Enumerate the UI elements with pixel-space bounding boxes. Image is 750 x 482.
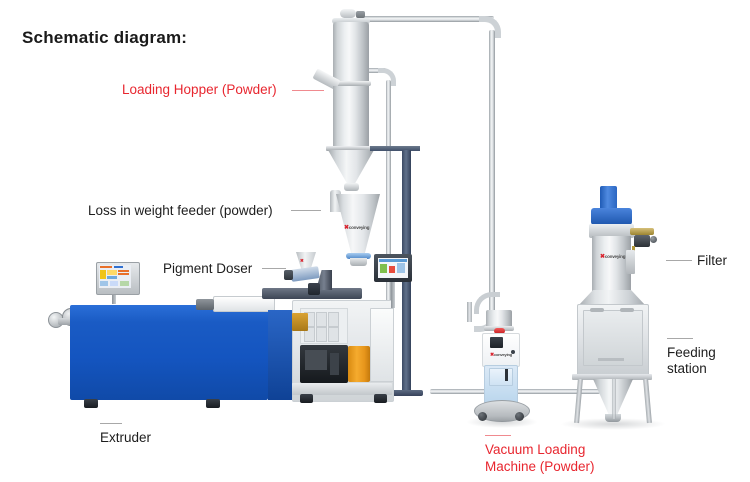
filter-side-box xyxy=(626,250,635,274)
vacuum-window xyxy=(489,368,513,386)
hopper-discharge-valve xyxy=(344,183,359,191)
hopper-clamp-ring-1 xyxy=(331,81,371,86)
hopper-upper-body xyxy=(333,22,369,82)
feeding-station-leg-center xyxy=(612,379,616,419)
extruder-cabinet-right xyxy=(268,310,292,400)
extruder-junction-box xyxy=(292,313,308,331)
feeding-station-handle-right[interactable] xyxy=(620,308,634,312)
label-pigment-doser: Pigment Doser xyxy=(163,261,253,276)
vacuum-suction-hose xyxy=(474,292,500,314)
vacuum-suction-downpipe xyxy=(467,302,472,322)
pigment-doser-logo: ✖ xyxy=(300,258,304,263)
extruder-vent-panel xyxy=(300,308,348,344)
pneumatic-knob[interactable] xyxy=(650,236,657,243)
extruder-foot-2 xyxy=(206,399,220,408)
page-title: Schematic diagram: xyxy=(22,28,188,47)
vacuum-caster-right xyxy=(515,412,524,421)
vacuum-caster-left xyxy=(478,412,487,421)
label-filter: Filter xyxy=(697,253,727,268)
extruder-gear-coupling xyxy=(308,283,320,295)
hopper-lower-body xyxy=(333,86,369,148)
label-vacuum-loading-machine-line2: Machine (Powder) xyxy=(485,459,595,474)
feeding-station-access-panel[interactable] xyxy=(583,310,643,366)
extruder-motor xyxy=(348,346,370,382)
blower-motor-housing xyxy=(591,208,632,225)
leader-feeding-station xyxy=(667,338,693,339)
extruder-gearbox xyxy=(300,345,348,383)
vacuum-receiver-hopper xyxy=(486,310,512,328)
hopper-top-fitting xyxy=(356,11,365,18)
hmi-screen xyxy=(378,258,408,278)
hopper-vent-valve xyxy=(340,9,356,18)
feeder-outlet xyxy=(350,258,367,266)
label-loading-hopper: Loading Hopper (Powder) xyxy=(122,82,277,97)
feeding-station-brand-logo: ✖conveying xyxy=(600,254,626,260)
pipe-vertical-outer xyxy=(489,30,495,325)
label-loss-in-weight-feeder: Loss in weight feeder (powder) xyxy=(88,203,273,218)
blower-inlet-stack xyxy=(600,186,617,212)
vacuum-internal-rod xyxy=(505,369,508,381)
pipe-elbow-mid-right xyxy=(378,68,396,86)
extruder-foot-1 xyxy=(84,399,98,408)
feeding-station-skirt xyxy=(572,374,652,380)
feeder-brand-logo: ✖conveying xyxy=(344,225,370,231)
feeding-station-shadow xyxy=(560,418,666,430)
pigment-doser-screw-housing xyxy=(290,266,320,282)
feeding-station-transition-cone xyxy=(578,290,646,306)
control-panel-screen xyxy=(99,265,131,288)
feeder-collar-ring xyxy=(346,253,371,259)
hopper-bottom-flange xyxy=(326,146,376,151)
hopper-support-beam xyxy=(370,146,420,151)
feeding-station-leg-right xyxy=(643,378,652,424)
leader-loading-hopper xyxy=(292,90,324,91)
pneumatic-manifold xyxy=(630,228,654,235)
pipe-mid-horizontal-inner xyxy=(356,68,386,73)
vacuum-button[interactable] xyxy=(511,350,515,354)
vacuum-indicator-light xyxy=(494,328,505,334)
label-extruder: Extruder xyxy=(100,430,152,445)
pigment-doser-hopper xyxy=(296,252,316,270)
pipe-elbow-top-right xyxy=(479,16,501,38)
label-feeding-station-line1: Feeding xyxy=(667,345,716,360)
pigment-doser-motor xyxy=(284,270,293,280)
hopper-support-foot xyxy=(389,390,423,396)
feeding-station-handle-left[interactable] xyxy=(590,308,604,312)
extruder-base-plinth xyxy=(292,383,392,395)
filter-housing[interactable] xyxy=(592,236,631,292)
label-feeding-station-line2: station xyxy=(667,361,707,376)
pipe-top-horizontal-outer xyxy=(362,16,494,22)
vacuum-shadow xyxy=(466,416,538,428)
vacuum-brand-logo: ✖conveying xyxy=(490,352,512,358)
feeder-vent-tube xyxy=(330,190,341,212)
leader-extruder xyxy=(100,423,122,424)
filter-top-flange xyxy=(589,224,634,238)
extruder-main-cabinet xyxy=(70,305,268,400)
leader-filter xyxy=(666,260,692,261)
feeding-station-nameplate xyxy=(598,358,624,361)
label-vacuum-loading-machine-line1: Vacuum Loading xyxy=(485,442,586,457)
pipe-vertical-inner xyxy=(386,80,391,338)
pneumatic-valve-block xyxy=(634,235,650,247)
hmi-stand-post xyxy=(391,262,395,308)
vacuum-display xyxy=(490,337,503,348)
extruder-access-door xyxy=(370,308,394,382)
hopper-discharge-cone xyxy=(328,150,374,184)
leader-loss-in-weight-feeder xyxy=(291,210,321,211)
extruder-top-block xyxy=(196,299,214,310)
control-panel-stand xyxy=(112,291,116,304)
feeding-station-leg-left xyxy=(574,378,583,424)
extruder-foot-3 xyxy=(300,394,313,403)
hopper-lid xyxy=(332,18,370,24)
extruder-foot-4 xyxy=(374,394,387,403)
leader-vacuum-loading-machine xyxy=(485,435,511,436)
leader-pigment-doser xyxy=(262,268,286,269)
